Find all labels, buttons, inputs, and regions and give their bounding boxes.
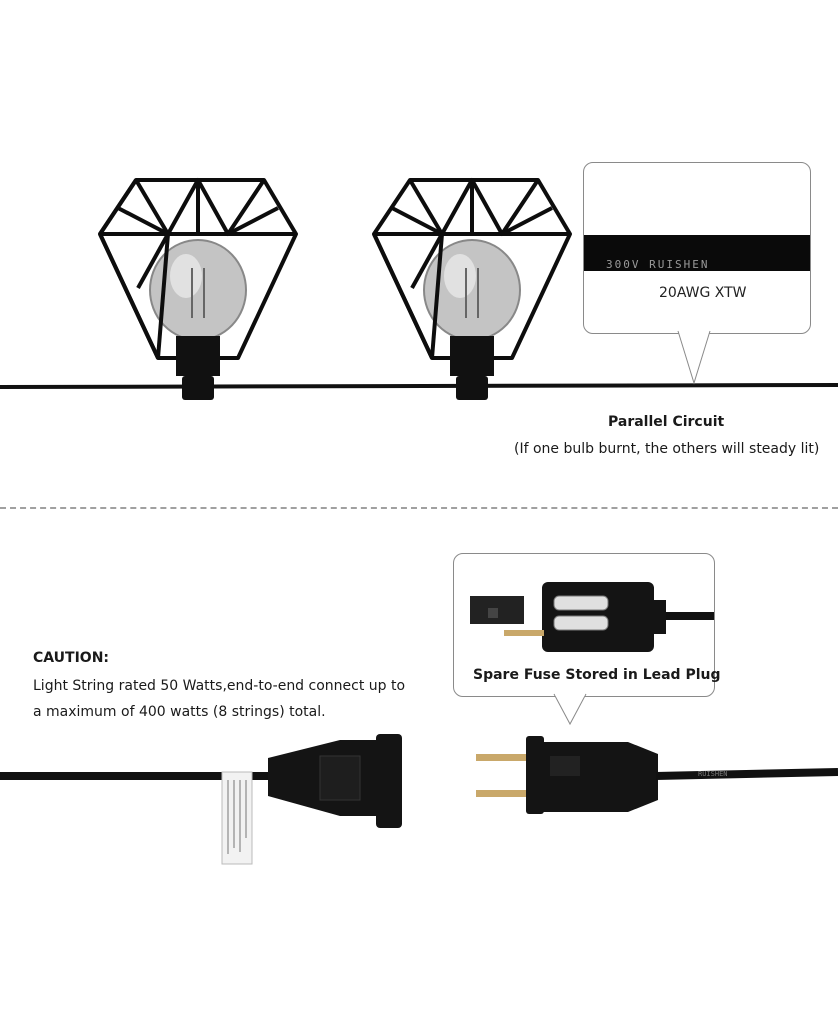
fuse-callout-box: Spare Fuse Stored in Lead Plug <box>453 553 721 697</box>
circuit-title: Parallel Circuit <box>608 414 725 430</box>
wire-callout-box: 300V RUISHEN 20AWG XTW <box>583 162 811 334</box>
lead-plug-male: RUISHEN <box>476 736 838 814</box>
wire-callout-label: 20AWG XTW <box>659 285 747 301</box>
circuit-note: (If one bulb burnt, the others will stea… <box>514 441 820 457</box>
fuse-label: Spare Fuse Stored in Lead Plug <box>473 667 721 683</box>
lead-plug-fuse-view <box>470 582 714 652</box>
wire-callout-pointer <box>677 329 711 385</box>
cage-lamp-2 <box>372 178 572 400</box>
caution-line-1: Light String rated 50 Watts,end-to-end c… <box>33 678 406 694</box>
wire-print-text: 300V RUISHEN <box>606 258 710 271</box>
caution-title: CAUTION: <box>33 650 110 666</box>
section-divider <box>0 507 838 509</box>
cage-lamp-1 <box>98 178 298 400</box>
string-light-cable <box>0 383 838 389</box>
fuse-callout-pointer <box>553 692 587 726</box>
plug-cord-print: RUISHEN <box>698 770 728 778</box>
caution-line-2: a maximum of 400 watts (8 strings) total… <box>33 704 326 720</box>
wire-closeup: 300V RUISHEN <box>584 235 810 271</box>
end-connector-socket <box>0 734 402 865</box>
